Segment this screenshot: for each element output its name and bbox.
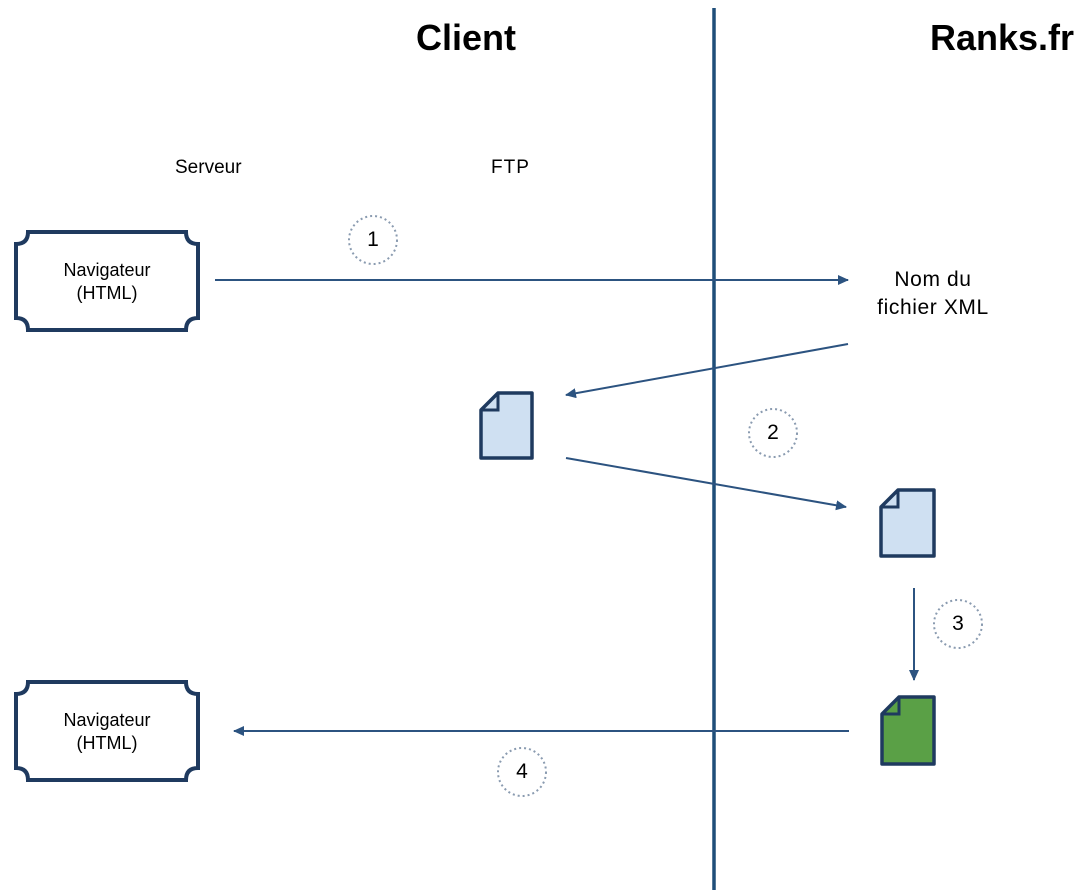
ranks-green-file-icon	[880, 695, 936, 766]
navigator-bottom-label: Navigateur (HTML)	[42, 709, 172, 754]
xml-filename-line1: Nom du	[894, 268, 972, 291]
serveur-label: Serveur	[175, 157, 242, 178]
navigator-top-label: Navigateur (HTML)	[42, 259, 172, 304]
step-circle-2	[748, 408, 798, 458]
client-header: Client	[416, 17, 517, 58]
arrow-ftp-to-ranks	[565, 457, 847, 511]
step-circle-4	[497, 747, 547, 797]
navigator-top-shape	[14, 230, 200, 332]
ftp-label: FTP	[491, 157, 530, 178]
step-number-4: 4	[516, 760, 528, 783]
navigator-bottom-shape	[14, 680, 200, 782]
step-number-1: 1	[367, 228, 379, 251]
step-circle-1	[348, 215, 398, 265]
navigator-top-line2: (HTML)	[76, 282, 138, 303]
arrow-xml-to-ftp	[565, 343, 849, 399]
ranks-file-icon	[879, 488, 936, 558]
step-number-3: 3	[952, 612, 964, 635]
xml-filename-line2: fichier XML	[877, 296, 989, 320]
navigator-bottom-line2: (HTML)	[76, 732, 138, 753]
xml-filename-label: Nom du fichier XML	[853, 266, 1013, 323]
navigator-bottom-line1: Navigateur	[63, 710, 151, 730]
ranks-header: Ranks.fr	[930, 17, 1075, 58]
ftp-file-icon	[479, 391, 534, 460]
navigator-top-line1: Navigateur	[63, 260, 151, 280]
step-circle-3	[933, 599, 983, 649]
step-number-2: 2	[767, 421, 779, 444]
